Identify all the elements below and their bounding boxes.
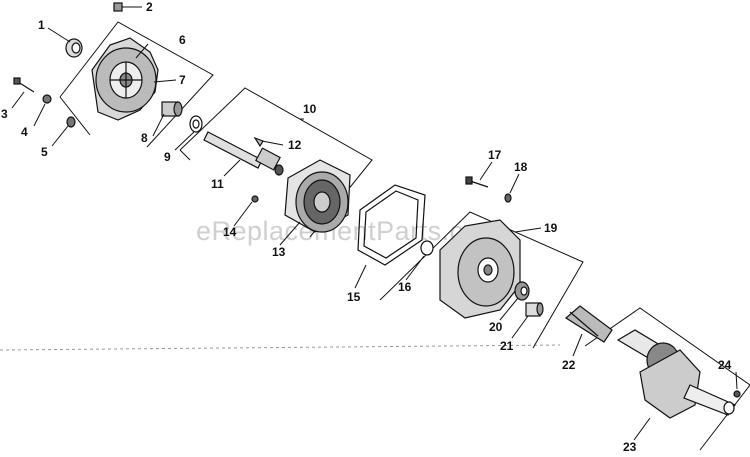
callout-13: 13	[272, 245, 286, 259]
callout-8: 8	[141, 131, 148, 145]
key-part-12	[253, 136, 264, 148]
callout-15: 15	[347, 290, 361, 304]
seal-part-20	[514, 281, 530, 301]
callout-18: 18	[514, 160, 528, 174]
callout-21: 21	[500, 339, 514, 353]
callout-24: 24	[718, 358, 732, 372]
cover-part-6	[91, 37, 159, 121]
callout-5: 5	[41, 145, 48, 159]
callout-3: 3	[1, 107, 8, 121]
bolt-part-3	[13, 77, 35, 93]
callout-2: 2	[146, 0, 153, 14]
callout-17: 17	[488, 148, 502, 162]
callout-6: 6	[179, 33, 186, 47]
nut-part-4	[42, 94, 52, 104]
plug-part-2	[113, 2, 123, 12]
callout-16: 16	[398, 280, 412, 294]
bushing-part-8	[161, 101, 183, 117]
nut-part-18	[504, 193, 512, 203]
callout-9: 9	[164, 150, 171, 164]
washer-part-9	[189, 115, 203, 133]
drum-part-13	[284, 159, 351, 233]
callout-11: 11	[211, 177, 224, 191]
callout-14: 14	[223, 225, 237, 239]
bushing-part-21	[525, 302, 544, 317]
shaft-part-11	[203, 131, 284, 176]
callout-22: 22	[562, 358, 576, 372]
callout-4: 4	[21, 125, 28, 139]
callout-1: 1	[38, 18, 45, 32]
callout-23: 23	[623, 440, 637, 454]
key-part-24	[733, 390, 741, 398]
pin-part-14	[251, 195, 259, 203]
oring-part-16	[420, 240, 434, 256]
callout-10: 10	[303, 102, 317, 116]
dashed-divider	[0, 344, 561, 351]
crankshaft-part-23	[616, 329, 736, 419]
spline-shaft-part-22	[564, 305, 613, 343]
nut-part-5	[66, 116, 76, 128]
callout-20: 20	[489, 320, 503, 334]
callout-19: 19	[544, 221, 558, 235]
seal-part-1	[65, 38, 83, 58]
leader-lines	[11, 6, 738, 441]
gasket-part-15	[357, 184, 426, 266]
screw-part-17	[465, 176, 489, 188]
callout-7: 7	[179, 73, 186, 87]
callout-12: 12	[288, 138, 302, 152]
housing-part-19	[439, 219, 521, 319]
callout-labels: 1 2 6 7 3 4 5 8 9 10 12 11 14 13 15 16 1…	[1, 0, 732, 454]
